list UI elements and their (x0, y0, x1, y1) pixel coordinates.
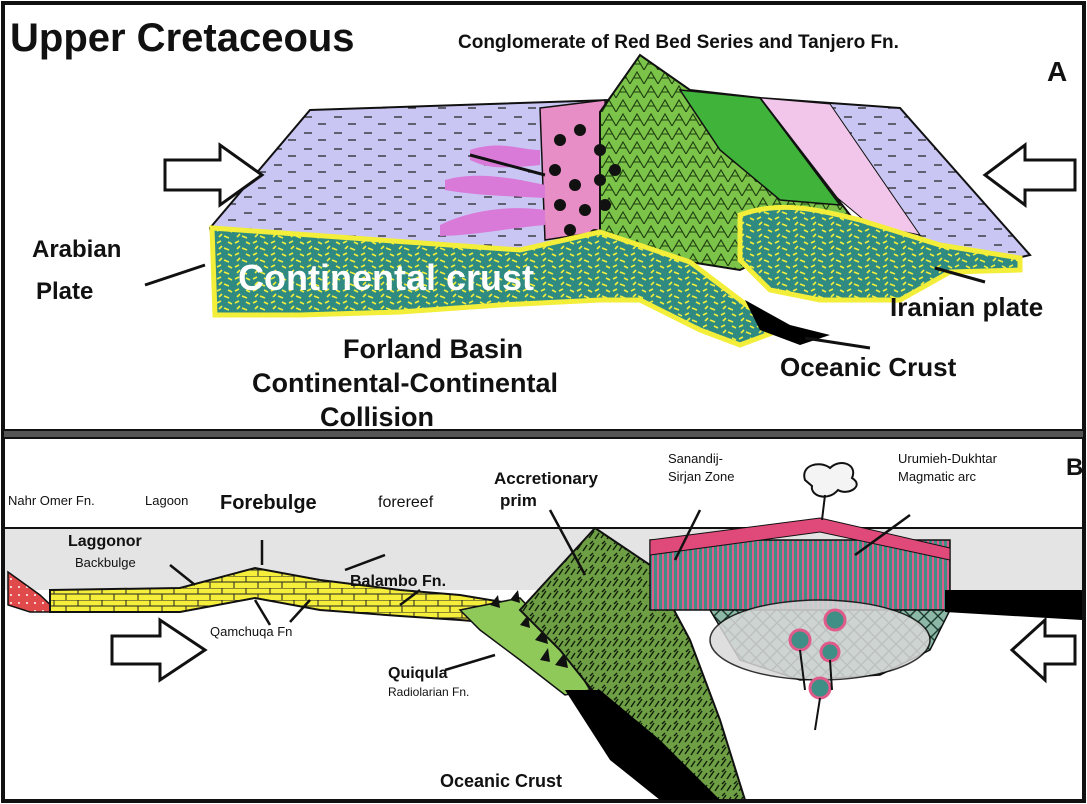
pointer-quiqula (445, 655, 495, 670)
quiqula-label-2: Radiolarian Fn. (388, 686, 469, 698)
caption-line-2: Continental-Continental (252, 370, 558, 397)
iranian-slab (945, 590, 1082, 620)
caption-line-3: Collision (320, 404, 434, 431)
arabian-label-2: Plate (36, 280, 93, 304)
caption-line-1: Forland Basin (343, 336, 523, 363)
sanandij-label-1: Sanandij- (668, 452, 723, 465)
conglomerate-label: Conglomerate of Red Bed Series and Tanje… (458, 33, 899, 52)
pointer-qamchuqa (255, 600, 270, 625)
qamchuqa-label: Qamchuqa Fn (210, 625, 292, 638)
iranian-plate-label: Iranian plate (890, 294, 1043, 320)
arabian-label-1: Arabian (32, 238, 121, 262)
balambo-label: Balambo Fn. (350, 574, 446, 590)
volcanic-plume (804, 463, 856, 497)
panel-divider (3, 430, 1084, 438)
panel-b-letter: B (1066, 456, 1083, 480)
arrow-right-push (985, 145, 1075, 205)
panel-a-title: Upper Cretaceous (10, 18, 355, 58)
oceanic-crust-label-a: Oceanic Crust (780, 354, 956, 380)
quiqula-label-1: Quiqula (388, 666, 448, 682)
nahr-omer-label: Nahr Omer Fn. (8, 494, 95, 507)
urumieh-label-1: Urumieh-Dukhtar (898, 452, 997, 465)
backbulge-label: Backbulge (75, 556, 136, 569)
pointer-arabian (145, 265, 205, 285)
volcano-feeder (822, 495, 825, 520)
oceanic-crust-label-b: Oceanic Crust (440, 772, 562, 790)
magma-chamber (710, 600, 930, 680)
laggonor-label: Laggonor (68, 534, 142, 550)
sanandij-label-2: Sirjan Zone (668, 470, 734, 483)
lagoon-label: Lagoon (145, 494, 188, 507)
continental-crust-label: Continental crust (238, 260, 534, 296)
panel-b-section (5, 463, 1082, 800)
accretionary-label-2: prim (500, 492, 537, 509)
urumieh-label-2: Magmatic arc (898, 470, 976, 483)
pointer-oceanic (805, 338, 870, 348)
arrow-left-push-b (112, 620, 205, 680)
accretionary-label-1: Accretionary (494, 470, 598, 487)
forereef-label: forereef (378, 495, 433, 511)
arrow-right-push-b (1012, 620, 1075, 680)
forebulge-label: Forebulge (220, 493, 317, 513)
panel-a-letter: A (1047, 58, 1067, 86)
